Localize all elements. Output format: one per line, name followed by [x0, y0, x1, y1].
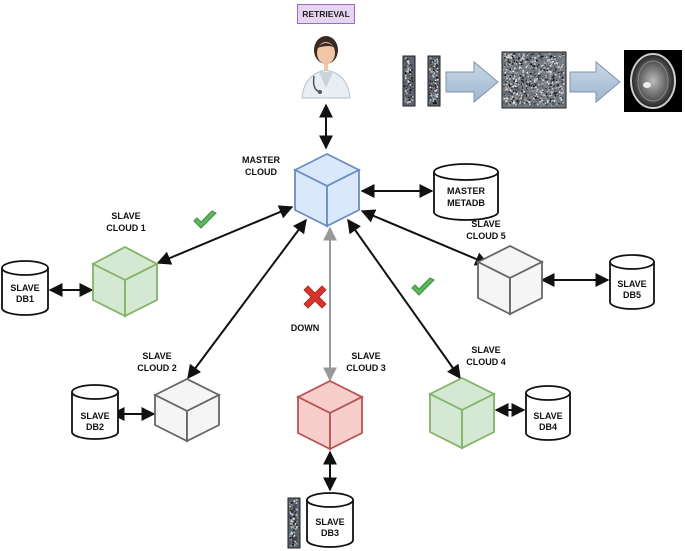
master-cloud-label-1: MASTER: [242, 155, 281, 165]
link-master-slave5: [360, 209, 490, 266]
doctor-icon: [301, 36, 351, 99]
slave-db5-label-1: SLAVE: [617, 279, 646, 289]
slave-db2-cylinder: SLAVE DB2: [71, 384, 119, 440]
slave-db3-label-2: DB3: [321, 528, 339, 538]
master-cloud-label-2: CLOUD: [245, 167, 277, 177]
slave-db1-label-2: DB1: [16, 294, 34, 304]
slave-cloud-4-cube: [427, 376, 497, 450]
right-arrow-icon: [569, 60, 621, 104]
slave-cloud-5-cube: [475, 244, 545, 316]
slave-db2-label-1: SLAVE: [80, 411, 109, 421]
check-icon: [193, 210, 217, 229]
master-metadb-cylinder: MASTER METADB: [433, 163, 499, 221]
master-cloud-cube: [292, 152, 362, 228]
slave-db1-label-1: SLAVE: [10, 283, 39, 293]
slave-cloud-3-label-1: SLAVE: [351, 351, 380, 361]
master-metadb-label-1: MASTER: [447, 186, 486, 196]
noise-image-icon: [287, 497, 301, 549]
slave-cloud-3-cube: [295, 379, 365, 451]
mri-brain-icon: [624, 50, 682, 112]
slave-db3-cylinder: SLAVE DB3: [306, 492, 354, 548]
slave-db5-label-2: DB5: [623, 290, 641, 300]
slave-db2-label-2: DB2: [86, 422, 104, 432]
right-arrow-icon: [445, 60, 499, 104]
noise-image-icon: [501, 51, 567, 109]
link-master-slave1: [156, 205, 294, 265]
master-metadb-label-2: METADB: [447, 198, 485, 208]
slave-cloud-1-label-1: SLAVE: [111, 211, 140, 221]
noise-image-icon: [402, 55, 441, 107]
retrieval-label: RETRIEVAL: [297, 4, 355, 24]
slave-db1-cylinder: SLAVE DB1: [1, 260, 49, 316]
slave-cloud-4-label-1: SLAVE: [471, 345, 500, 355]
slave-cloud-2-label-2: CLOUD 2: [137, 363, 177, 373]
slave-cloud-3-label-2: CLOUD 3: [346, 363, 386, 373]
check-icon: [411, 277, 435, 296]
slave-cloud-5-label-2: CLOUD 5: [466, 231, 506, 241]
down-label: DOWN: [291, 323, 320, 333]
cross-icon: [303, 285, 327, 309]
link-master-slave2: [187, 218, 307, 380]
slave-cloud-5-label-1: SLAVE: [471, 219, 500, 229]
slave-cloud-1-label-2: CLOUD 1: [106, 223, 146, 233]
slave-db4-cylinder: SLAVE DB4: [525, 385, 571, 441]
slave-cloud-2-label-1: SLAVE: [142, 351, 171, 361]
slave-cloud-2-cube: [152, 377, 222, 443]
slave-db3-label-1: SLAVE: [315, 517, 344, 527]
slave-db5-cylinder: SLAVE DB5: [609, 254, 655, 310]
connections: [48, 103, 610, 492]
slave-db4-label-1: SLAVE: [533, 411, 562, 421]
slave-cloud-4-label-2: CLOUD 4: [466, 357, 506, 367]
slave-db4-label-2: DB4: [539, 422, 557, 432]
slave-cloud-1-cube: [91, 245, 159, 318]
